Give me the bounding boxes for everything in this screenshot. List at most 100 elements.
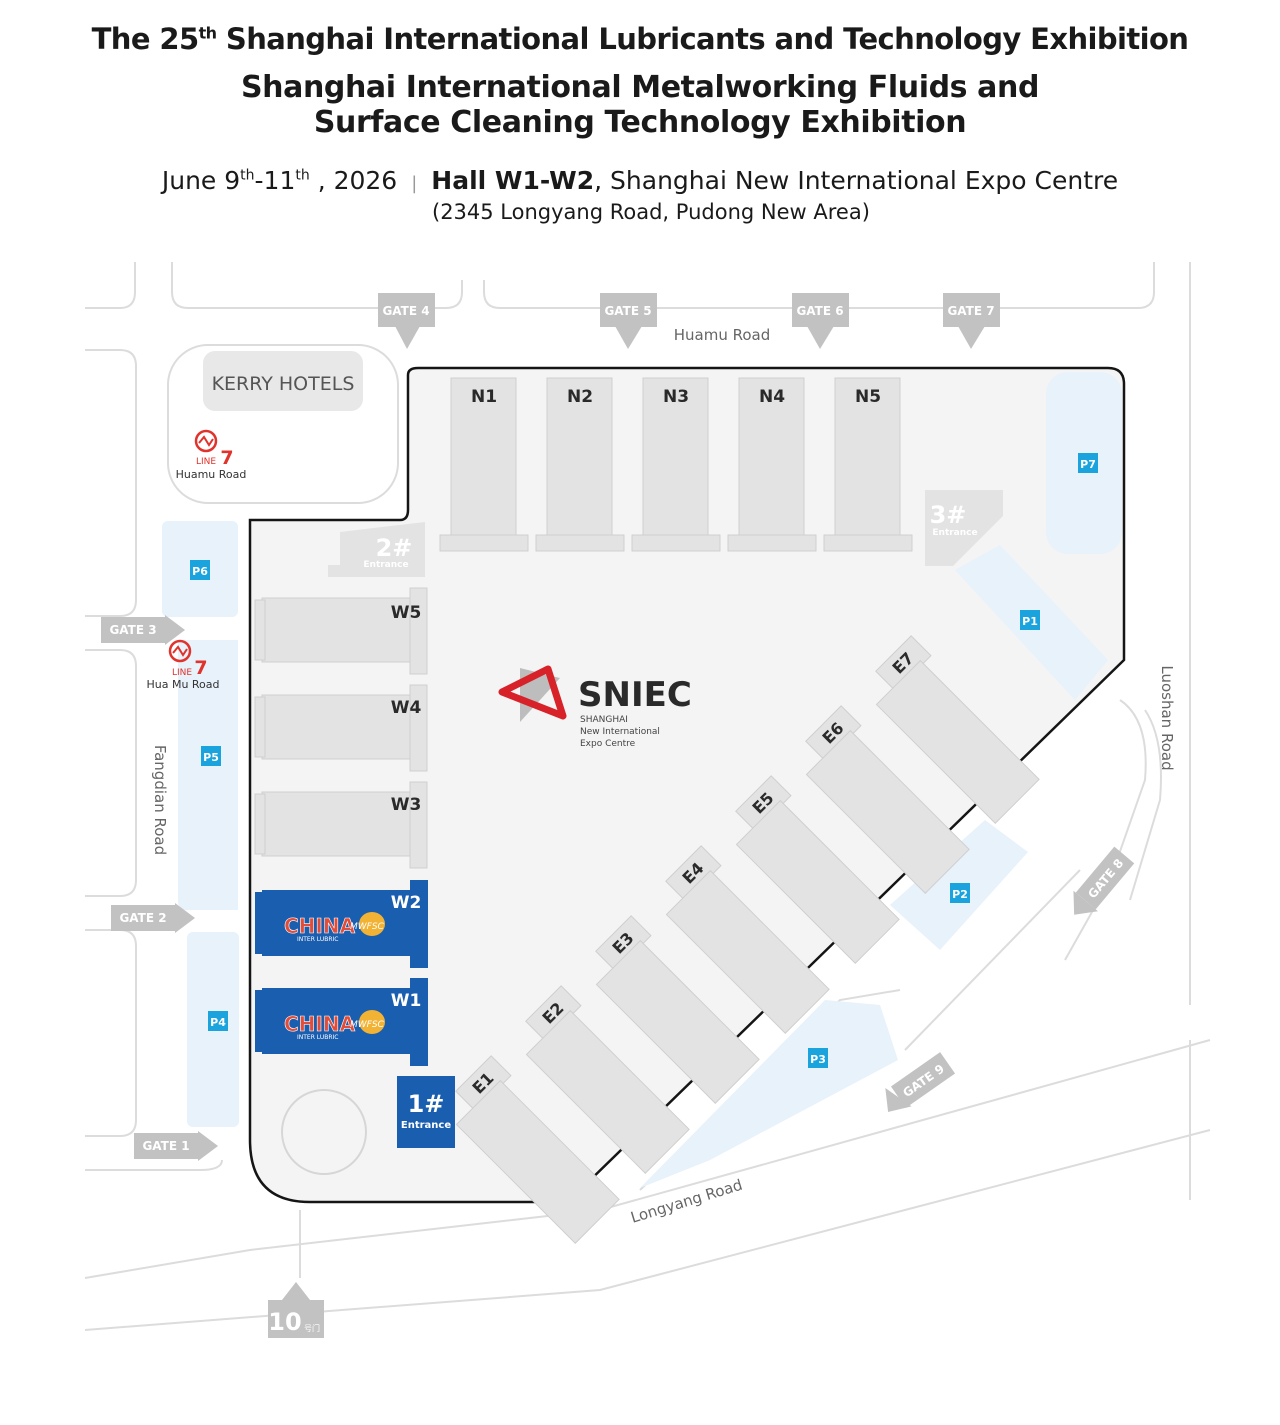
date-venue-line: June 9th-11th , 2026|Hall W1-W2, Shangha… [0,166,1280,195]
parking-p1-label: P1 [1022,615,1038,628]
gate-8: GATE 8 [1073,846,1135,915]
hall-w5 [261,597,413,663]
gate-6: GATE 6 [792,293,849,349]
parking-p2-label: P2 [952,888,968,901]
road-label-fangdian: Fangdian Road [151,745,169,855]
gate-5-label: GATE 5 [604,304,651,318]
china-logo-text: CHINA [284,1012,356,1036]
hall-w5-label: W5 [391,603,422,623]
exhibition-title: The 25th Shanghai International Lubrican… [91,22,1189,56]
metro-line-label: LINE [172,668,192,678]
parking-p4-label: P4 [210,1016,226,1029]
hall-w2 [262,890,412,956]
hall-e4: E4 [665,845,830,1034]
china-logo-text: CHINA [284,914,356,938]
parking-p6-label: P6 [192,565,208,578]
mwfsc-emblem [359,1010,385,1034]
metro-station-name: Huamu Road [176,468,247,481]
gate-10-number: 10 [268,1308,301,1336]
parking-badge-p1 [1020,610,1040,630]
parking-badge-p5 [201,746,221,766]
gate-10: 10 号门 [268,1282,324,1338]
metro-line-number: 7 [194,657,207,679]
gate-1: GATE 1 [134,1131,218,1161]
parking-area-p5 [178,640,238,910]
parking-badge-p2 [950,883,970,903]
event-date: June 9th-11th , 2026 [161,166,398,195]
hall-w3 [261,791,413,857]
hall-n5 [834,377,901,544]
separator: | [411,173,418,194]
entrance-2-label: Entrance [363,560,408,570]
hall-n2 [546,377,613,544]
hall-e1: E1 [455,1055,620,1244]
exhibitor-logo-w1: CHINA INTER LUBRIC MWFSC [284,1010,385,1041]
hall-e6: E6 [805,705,970,894]
sniec-logo-sub2: New International [580,727,660,737]
hall-w2-label: W2 [391,893,422,913]
kerry-hotels-badge [203,351,363,411]
hall-w4 [261,694,413,760]
entrance-3: 3# Entrance [925,490,1003,566]
hall-n5-label: N5 [855,387,881,407]
entrance-1-number: 1# [408,1090,445,1118]
inter-lubric-text: INTER LUBRIC [297,936,338,943]
entrance-3-label: Entrance [932,528,977,538]
gate-2-label: GATE 2 [119,911,166,925]
parking-badge-p7 [1078,453,1098,473]
metro-station-hua-mu: LINE 7 Hua Mu Road [146,639,220,691]
hall-e7: E7 [875,635,1040,824]
metro-station-huamu: LINE 7 Huamu Road [176,429,247,481]
sniec-logo-sub3: Expo Centre [580,739,636,749]
east-halls: E1 E2 E3 E4 E5 E6 E7 [455,635,1040,1244]
hall-w1 [262,988,412,1054]
parking-badge-p6 [190,560,210,580]
gate-4: GATE 4 [378,293,435,349]
hall-n1 [450,377,517,544]
venue-name: , Shanghai New International Expo Centre [594,166,1119,195]
metro-station-name: Hua Mu Road [146,678,219,691]
hall-n3 [642,377,709,544]
hall-n3-label: N3 [663,387,689,407]
gate-5: GATE 5 [600,293,657,349]
parking-area-p3 [640,1000,898,1188]
kerry-hotels-label: KERRY HOTELS [212,373,355,395]
gate-2: GATE 2 [111,903,195,933]
hall-n1-label: N1 [471,387,497,407]
metro-icon [168,639,192,663]
entrance-1-label: Entrance [401,1120,451,1131]
hall-e2: E2 [525,985,690,1174]
hall-n2-label: N2 [567,387,593,407]
gate-3-label: GATE 3 [109,623,156,637]
metro-line-number: 7 [220,447,233,469]
exhibition-subtitle: Shanghai International Metalworking Flui… [240,70,1040,140]
gate-4-label: GATE 4 [382,304,429,318]
parking-p5-label: P5 [203,751,219,764]
parking-badge-p3 [808,1048,828,1068]
metro-icon [194,429,218,453]
hall-n4-label: N4 [759,387,785,407]
metro-line-label: LINE [196,457,216,467]
gate-7-label: GATE 7 [947,304,994,318]
entrance-2: 2# Entrance [328,522,425,577]
sniec-logo-mark-red [498,665,567,720]
gate-3: GATE 3 [101,615,185,645]
road-label-huamu: Huamu Road [674,326,771,344]
hall-e3: E3 [595,915,760,1104]
parking-p7-label: P7 [1080,458,1096,471]
gate-6-label: GATE 6 [796,304,843,318]
west-halls: W5 W4 W3 W2 W1 [254,587,428,1066]
inter-lubric-text: INTER LUBRIC [297,1034,338,1041]
north-halls: N1 N2 N3 N4 N5 [439,377,913,552]
exhibitor-logo-w2: CHINA INTER LUBRIC MWFSC [284,912,385,943]
entrance-2-number: 2# [376,534,413,562]
sniec-logo: SNIEC SHANGHAI New International Expo Ce… [498,665,692,749]
gate-10-suffix: 号门 [304,1323,320,1333]
parking-badges: P6 P5 P4 P7 P1 P2 P3 [190,453,1098,1068]
parking-badge-p4 [208,1011,228,1031]
gate-1-label: GATE 1 [142,1139,189,1153]
sniec-logo-sub1: SHANGHAI [580,715,628,725]
hall-e5: E5 [735,775,900,964]
entrance-1: 1# Entrance [397,1076,455,1148]
